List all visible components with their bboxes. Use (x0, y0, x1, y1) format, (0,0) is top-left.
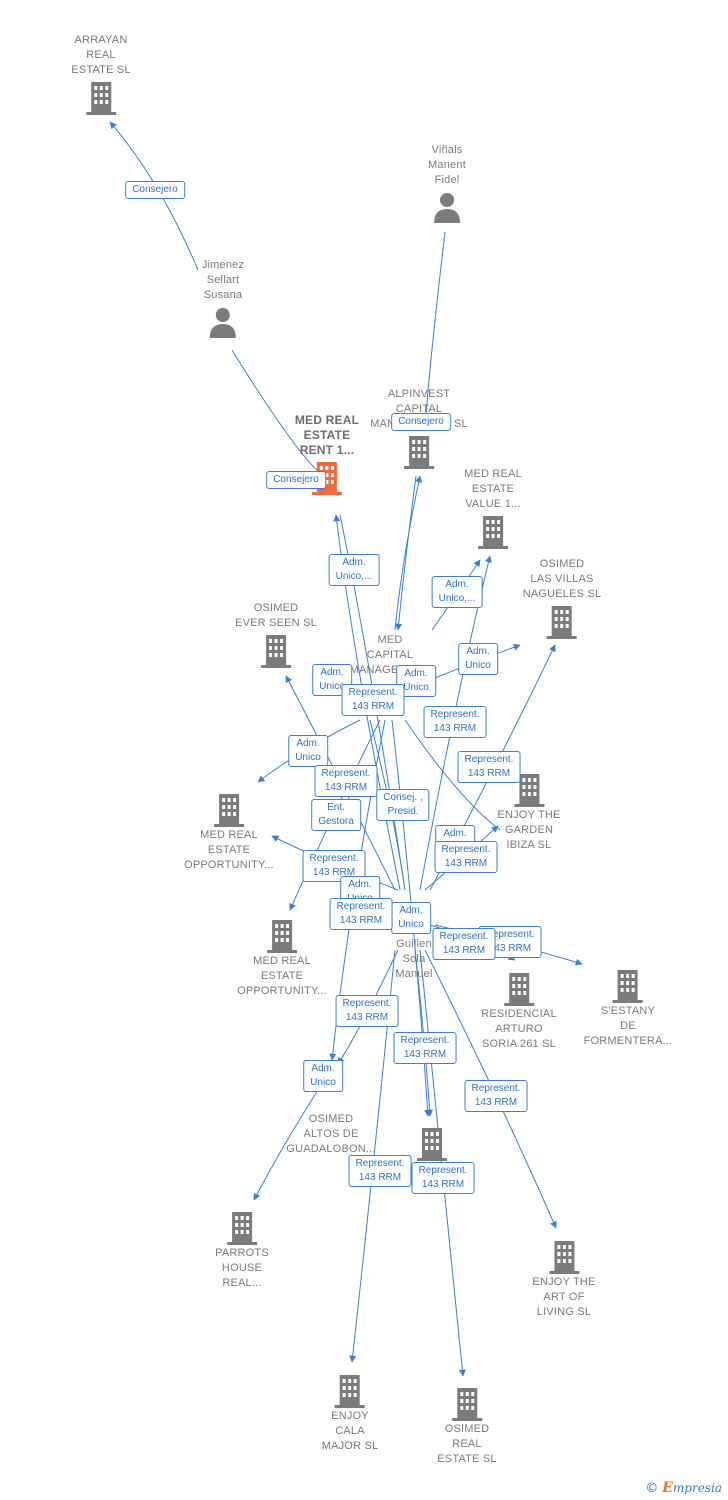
node-label: MED REAL ESTATE VALUE 1... (464, 468, 522, 510)
node-jimenez[interactable]: Jimenez Sellart Susana (202, 258, 244, 339)
building-icon (226, 1212, 257, 1245)
edge-label-adm-unico[interactable]: Adm. Unico (288, 735, 328, 767)
node-label: OSIMED LAS VILLAS NAGUELES SL (522, 558, 602, 600)
person-icon (433, 193, 460, 223)
node-opp1[interactable]: MED REAL ESTATE OPPORTUNITY... (184, 790, 274, 873)
building-icon (267, 920, 297, 953)
edge-label-represent[interactable]: Represent. 143 RRM (411, 1162, 475, 1194)
node-parrots[interactable]: PARROTS HOUSE REAL... (215, 1208, 269, 1291)
edge-label-represent[interactable]: Represent. 143 RRM (423, 706, 487, 738)
node-label: ENJOY THE ART OF LIVING SL (532, 1276, 596, 1318)
edge-label-consejero[interactable]: Consejero (125, 181, 185, 199)
edge-label-adm-unico[interactable]: Adm. Unico,... (328, 554, 380, 586)
edge-label-represent[interactable]: Represent. 143 RRM (432, 928, 496, 960)
edge-label-represent[interactable]: Represent. 143 RRM (348, 1155, 412, 1187)
building-icon (504, 973, 534, 1006)
edge-label-represent[interactable]: Represent. 143 RRM (341, 684, 405, 716)
building-icon (260, 635, 291, 668)
edge-guillen-rent[interactable] (333, 514, 401, 891)
edge-label-represent[interactable]: Represent. 143 RRM (329, 898, 393, 930)
edge-label-adm-unico[interactable]: Adm. Unico (312, 664, 352, 696)
edge-label-represent[interactable]: Represent. 143 RRM (464, 1080, 528, 1112)
node-vinals[interactable]: Viñals Manent Fidel (428, 143, 466, 224)
node-label: MED REAL ESTATE OPPORTUNITY... (184, 829, 274, 871)
node-calamajor[interactable]: ENJOY CALA MAJOR SL (322, 1371, 379, 1454)
edge-altos-parrots[interactable] (253, 1089, 319, 1201)
node-eversee[interactable]: OSIMED EVER SEEN SL (235, 601, 317, 669)
node-sestany[interactable]: S'ESTANY DE FORMENTERA... (584, 966, 673, 1049)
edge-label-represent[interactable]: Represent. 143 RRM (335, 995, 399, 1027)
edge-label-adm-unico[interactable]: Adm. Unico (391, 902, 431, 934)
edge-alpinvest-medcapital[interactable] (395, 475, 417, 631)
building-icon (513, 774, 544, 807)
node-rent[interactable]: MED REAL ESTATE RENT 1... (295, 413, 359, 496)
building-icon (417, 1128, 447, 1161)
node-label: PARROTS HOUSE REAL... (215, 1247, 269, 1289)
building-icon (214, 794, 244, 827)
node-label: OSIMED REAL ESTATE SL (437, 1423, 497, 1465)
node-label: S'ESTANY DE FORMENTERA... (583, 1005, 673, 1047)
edge-label-adm-unico[interactable]: Adm. Unico,... (431, 576, 483, 608)
building-icon (86, 82, 116, 115)
building-icon (404, 436, 434, 469)
node-label: ENJOY CALA MAJOR SL (321, 1410, 379, 1452)
building-icon (452, 1388, 482, 1421)
person-icon (210, 308, 236, 338)
node-guillen[interactable]: Guillen Sola Manuel (395, 937, 432, 982)
node-label: ENJOY THE GARDEN IBIZA SL (497, 809, 561, 851)
edge-label-consejero[interactable]: Consejero (391, 413, 451, 431)
building-icon (478, 516, 508, 549)
node-opp2[interactable]: MED REAL ESTATE OPPORTUNITY... (237, 916, 327, 999)
edge-label-adm-unico[interactable]: Adm. Unico (303, 1060, 343, 1092)
brand-initial: E (662, 1480, 673, 1496)
edge-label-consejero[interactable]: Consejero (266, 471, 326, 489)
edge-medcapital-alpinvest[interactable] (394, 475, 423, 631)
node-arturo[interactable]: RESIDENCIAL ARTURO SORIA 261 SL (481, 969, 557, 1052)
node-label: Viñals Manent Fidel (428, 144, 466, 186)
edge-medcapital-garden[interactable] (404, 719, 501, 831)
node-label: OSIMED ALTOS DE GUADALOBON... (286, 1113, 376, 1155)
edge-label-represent[interactable]: Represent. 143 RRM (457, 751, 521, 783)
edge-vinals-alpinvest[interactable] (425, 231, 446, 417)
edge-label-represent[interactable]: Represent. 143 RRM (393, 1032, 457, 1064)
node-artofliving[interactable]: ENJOY THE ART OF LIVING SL (532, 1237, 595, 1320)
edge-label-represent[interactable]: Represent. 143 RRM (434, 841, 498, 873)
node-label: Guillen Sola Manuel (395, 938, 433, 980)
brand-name: mpresia (672, 1481, 722, 1495)
building-icon (335, 1375, 365, 1408)
node-label: OSIMED EVER SEEN SL (235, 602, 317, 629)
node-altos[interactable]: OSIMED ALTOS DE GUADALOBON... (286, 1112, 375, 1157)
node-value[interactable]: MED REAL ESTATE VALUE 1... (464, 467, 522, 550)
node-lasvillas[interactable]: OSIMED LAS VILLAS NAGUELES SL (523, 557, 602, 640)
building-icon (548, 1241, 579, 1274)
node-label: MED REAL ESTATE OPPORTUNITY... (237, 955, 327, 997)
building-icon (613, 970, 643, 1003)
node-label: Jimenez Sellart Susana (201, 259, 245, 301)
edge-label-ent-gestora[interactable]: Ent. Gestora (311, 799, 361, 831)
node-label: MED REAL ESTATE RENT 1... (294, 413, 360, 457)
node-label: RESIDENCIAL ARTURO SORIA 261 SL (481, 1008, 557, 1050)
edge-label-adm-unico[interactable]: Adm. Unico (458, 643, 498, 675)
edge-label-represent[interactable]: Represent. 143 RRM (314, 765, 378, 797)
node-center[interactable] (416, 1124, 448, 1162)
node-label: ARRAYAN REAL ESTATE SL (71, 34, 131, 76)
brand-logo[interactable]: © Empresia (645, 1480, 722, 1496)
node-garden[interactable]: ENJOY THE GARDEN IBIZA SL (497, 770, 560, 853)
building-icon (547, 606, 577, 639)
edge-label-consej-presid[interactable]: Consej. , Presid. (376, 789, 430, 821)
node-arrayan[interactable]: ARRAYAN REAL ESTATE SL (71, 33, 131, 116)
copyright-icon: © (645, 1480, 659, 1496)
node-osimedre[interactable]: OSIMED REAL ESTATE SL (437, 1384, 497, 1467)
